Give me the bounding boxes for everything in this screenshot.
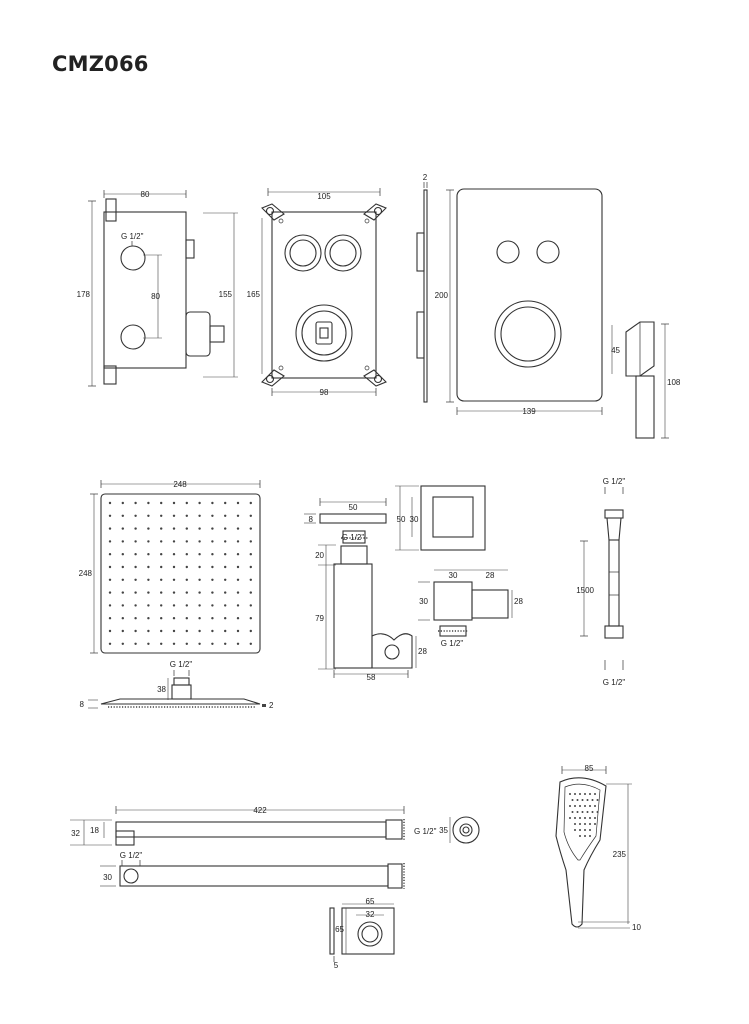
dim-hose-length: 1500 bbox=[576, 586, 594, 595]
dim-arm-length: 422 bbox=[253, 806, 267, 815]
dim-head-thickness: 8 bbox=[80, 700, 85, 709]
dim-elbow-w1: 30 bbox=[449, 571, 458, 580]
dim-plate-thickness: 2 bbox=[423, 173, 428, 182]
dim-outlet-height: 8 bbox=[309, 515, 314, 524]
dim-arm-height: 32 bbox=[71, 829, 80, 838]
shower-arm-view: 422 32 18 G 1/2" 35 G 1/2" 30 bbox=[70, 806, 480, 889]
dim-flange-height: 65 bbox=[335, 925, 344, 934]
dim-valve-side-height: 178 bbox=[77, 290, 91, 299]
dim-outlet-width: 50 bbox=[349, 503, 358, 512]
label-head-thread: G 1/2" bbox=[170, 660, 193, 669]
holder-small-view: 45 108 bbox=[611, 321, 681, 439]
dim-flange-depth: 5 bbox=[334, 961, 339, 970]
dim-outlet-square: 50 bbox=[397, 515, 406, 524]
dim-hand-base: 10 bbox=[632, 923, 641, 932]
dim-valve-inner-height: 155 bbox=[219, 290, 233, 299]
label-hose-thread-bottom: G 1/2" bbox=[603, 678, 626, 687]
hand-shower-view: 85 235 10 bbox=[555, 764, 641, 932]
label-arm-thread-low: G 1/2" bbox=[120, 851, 143, 860]
dim-elbow-h1: 30 bbox=[419, 597, 428, 606]
label-arm-thread-end: G 1/2" bbox=[414, 827, 437, 836]
dim-arm-inner: 18 bbox=[90, 826, 99, 835]
label-outlet-thread: G 1/2" bbox=[342, 533, 365, 542]
dim-valve-front-width: 105 bbox=[317, 192, 331, 201]
dim-head-width: 248 bbox=[173, 480, 187, 489]
hose-view: G 1/2" 1500 G 1/2" bbox=[576, 477, 625, 687]
dim-plate-height: 200 bbox=[435, 291, 449, 300]
dim-plate-width: 139 bbox=[522, 407, 536, 416]
dim-arm-low-height: 30 bbox=[103, 873, 112, 882]
dim-elbow-w2: 28 bbox=[486, 571, 495, 580]
dim-outlet-square-inner: 30 bbox=[410, 515, 419, 524]
valve-front-view: 105 165 98 bbox=[247, 188, 387, 397]
dim-hand-width: 85 bbox=[585, 764, 594, 773]
label-hose-thread-top: G 1/2" bbox=[603, 477, 626, 486]
dim-valve-side-width: 80 bbox=[141, 190, 150, 199]
dim-outlet-foot: 58 bbox=[367, 673, 376, 682]
nozzle-grid bbox=[108, 501, 252, 645]
dim-elbow-h2: 28 bbox=[514, 597, 523, 606]
dim-valve-port-spacing: 80 bbox=[151, 292, 160, 301]
dim-valve-front-height: 165 bbox=[247, 290, 261, 299]
dim-head-height: 248 bbox=[79, 569, 93, 578]
dim-outlet-upper: 20 bbox=[315, 551, 324, 560]
shower-head-view: 248 248 G 1/2" 38 8 2 bbox=[79, 480, 274, 710]
dim-holder-height: 45 bbox=[611, 346, 620, 355]
dim-flange-width: 65 bbox=[366, 897, 375, 906]
flange-plate-view: 65 32 65 5 bbox=[329, 897, 395, 970]
label-valve-thread: G 1/2" bbox=[121, 232, 144, 241]
dim-valve-front-bottom: 98 bbox=[320, 388, 329, 397]
wall-outlet-view: 50 8 50 30 G 1/2" 20 79 58 28 bbox=[304, 485, 486, 682]
dim-holder-total: 108 bbox=[667, 378, 681, 387]
valve-side-view: 80 178 80 G 1/2" 155 bbox=[77, 190, 238, 387]
label-elbow-thread: G 1/2" bbox=[441, 639, 464, 648]
dim-flange-inner: 32 bbox=[366, 910, 375, 919]
product-code-title: CMZ066 bbox=[52, 52, 149, 76]
dim-head-neck: 38 bbox=[157, 685, 166, 694]
dim-hand-length: 235 bbox=[613, 850, 627, 859]
hand-nozzle-grid bbox=[569, 793, 599, 837]
plate-front-view: 139 bbox=[456, 188, 603, 416]
dim-head-edge: 2 bbox=[269, 701, 274, 710]
dim-outlet-main: 79 bbox=[315, 614, 324, 623]
plate-side-view: 2 200 bbox=[416, 173, 454, 403]
dim-outlet-bracket: 28 bbox=[418, 647, 427, 656]
dim-arm-flange: 35 bbox=[439, 826, 448, 835]
elbow-connector-view: 30 28 30 28 G 1/2" bbox=[418, 569, 523, 648]
